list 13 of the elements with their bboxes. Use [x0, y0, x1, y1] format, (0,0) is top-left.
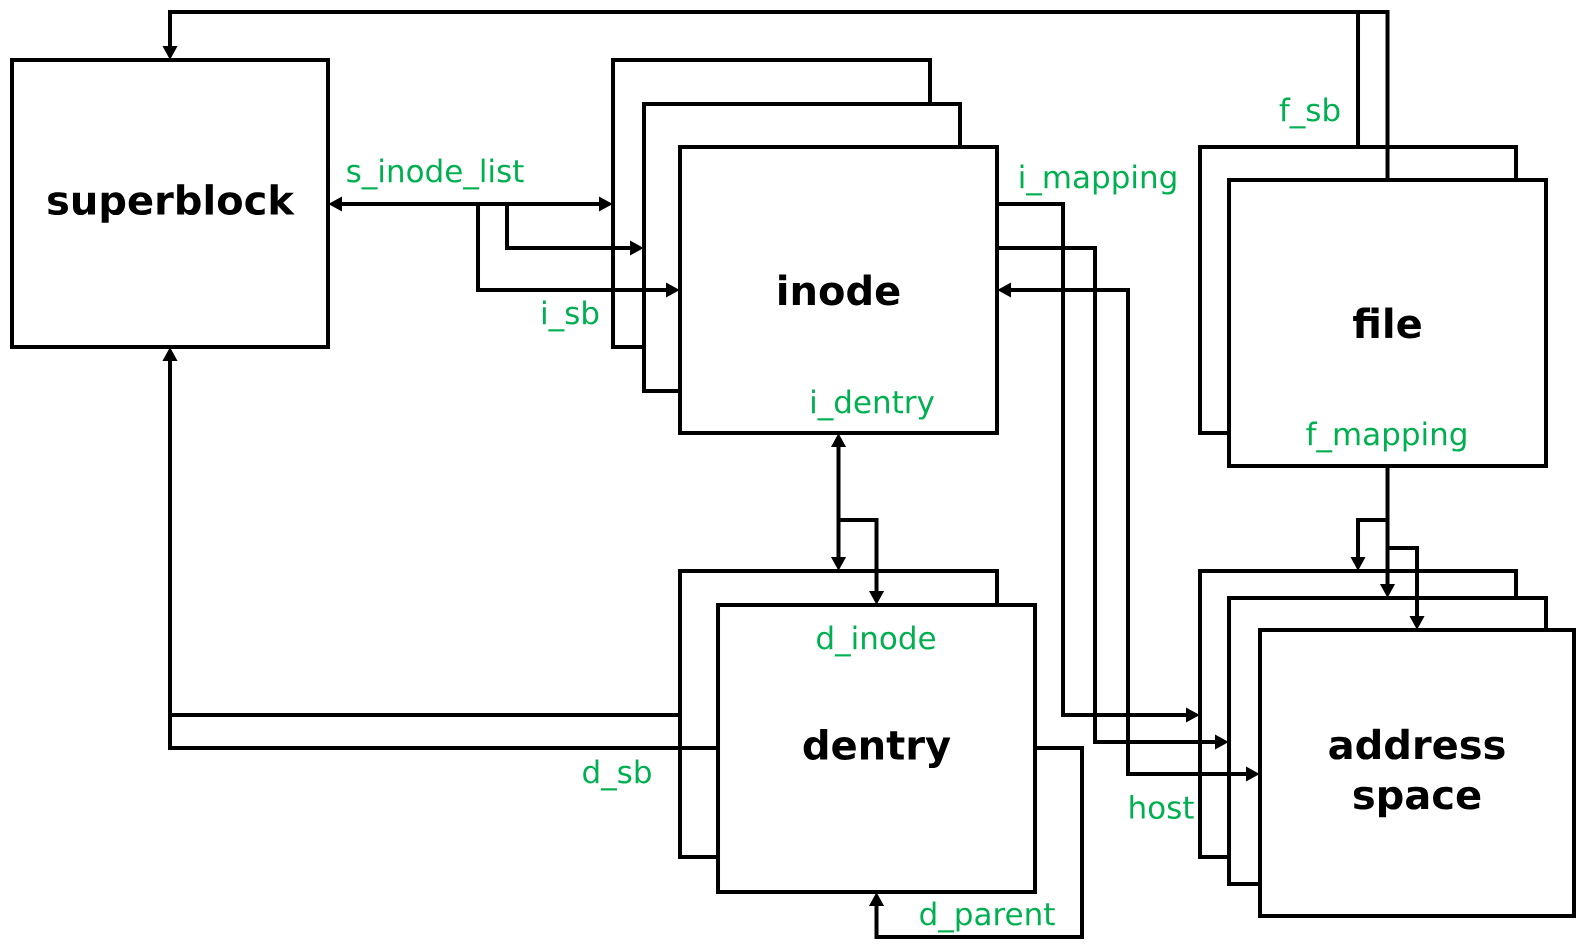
edge-label: host — [1130, 795, 1194, 819]
stacked-boxes: address space — [1198, 569, 1576, 918]
edge-label: i_mapping — [1020, 164, 1176, 196]
edge-label: d_parent — [920, 901, 1055, 933]
edge-label: f_sb — [1279, 97, 1340, 129]
edge-label: d_sb — [583, 759, 651, 791]
edge-label: s_inode_list — [347, 158, 524, 190]
labelled-box: superblock — [10, 58, 330, 349]
edge-label: d_inode — [817, 625, 935, 657]
edge-label: i_sb — [542, 300, 599, 332]
edge-label: f_mapping — [1306, 421, 1466, 453]
edge-label: i_dentry — [812, 389, 934, 421]
arrow — [868, 746, 1084, 939]
